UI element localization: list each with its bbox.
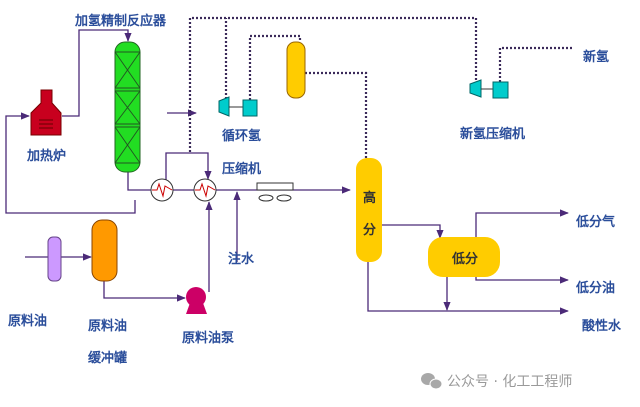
air-cooler (256, 182, 294, 202)
high-pressure-separator (356, 158, 382, 262)
recycle-hydrogen-drum (286, 41, 306, 99)
feed-oil-label: 原料油 (8, 313, 47, 329)
recycle-compressor (218, 96, 258, 117)
hp-separator-label-2: 分 (363, 222, 376, 238)
fresh-h2-label: 新氢 (583, 49, 609, 65)
reactor-label: 加氢精制反应器 (74, 13, 167, 29)
lp-separator-label: 低分 (451, 251, 478, 267)
feed-buffer-label-1: 原料油 (88, 318, 127, 334)
heat-exchanger (150, 178, 174, 202)
recycle-h2-label: 循环氢 (222, 128, 261, 144)
fresh-hydrogen-compressor (469, 79, 509, 99)
feed-pump (186, 287, 207, 314)
feed-buffer-tank (91, 219, 118, 282)
hp-separator-label-1: 高 (363, 190, 376, 206)
heating-furnace (30, 89, 62, 136)
feed-pump-label: 原料油泵 (182, 330, 234, 346)
sour-water-label: 酸性水 (582, 318, 622, 334)
feed-buffer-label-2: 缓冲罐 (88, 350, 127, 366)
fresh-h2-compressor-label: 新氢压缩机 (460, 126, 525, 142)
lp-oil-label: 低分油 (575, 280, 615, 296)
heat-exchanger (193, 178, 217, 202)
furnace-label: 加热炉 (26, 148, 66, 164)
feed-filter (47, 236, 62, 282)
hydrotreating-reactor (114, 41, 141, 173)
water-injection-label: 注水 (228, 251, 255, 267)
low-pressure-separator (428, 237, 500, 277)
wechat-icon (421, 373, 443, 390)
compressor-label: 压缩机 (222, 161, 261, 177)
hydrogen-lines (188, 16, 572, 158)
watermark: 公众号 · 化工工程师 (421, 373, 572, 390)
lp-gas-label: 低分气 (575, 214, 615, 230)
watermark-text: 公众号 · 化工工程师 (447, 374, 572, 390)
